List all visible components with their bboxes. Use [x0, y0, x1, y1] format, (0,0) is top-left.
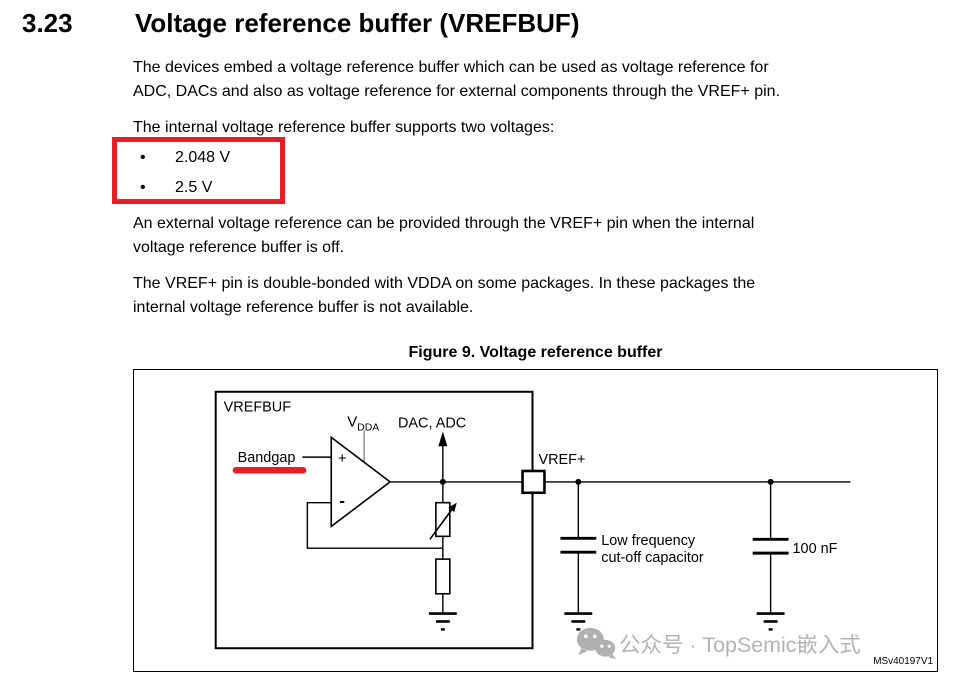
figure-id: MSv40197V1 [873, 656, 933, 667]
ground-symbol-divider [428, 612, 457, 631]
feedback-wire [306, 501, 443, 549]
capacitor-100nf [752, 481, 789, 614]
bandgap-red-underline [232, 467, 307, 474]
variable-resistor [429, 481, 457, 560]
ground-symbol-100nf [756, 612, 785, 631]
bullet-text: 2.5 V [175, 179, 213, 196]
paragraph-double-bonded: The VREF+ pin is double-bonded with VDDA… [133, 275, 756, 316]
circuit-diagram: VREFBUF V DDA DAC, ADC Bandgap + - [214, 390, 933, 667]
cutoff-capacitor [560, 481, 597, 614]
section-title: Voltage reference buffer (VREFBUF) [135, 8, 580, 38]
dac-adc-label: DAC, ADC [398, 415, 466, 431]
cutoff-capacitor-label-line1: Low frequency [601, 533, 696, 549]
bullet-glyph: • [140, 179, 146, 196]
vrefbuf-label: VREFBUF [224, 400, 292, 416]
bullet-item-25v: • 2.5 V [140, 177, 212, 199]
section-number: 3.23 [22, 8, 73, 38]
bullet-glyph: • [140, 149, 146, 166]
vdda-label-subscript: DDA [357, 422, 379, 433]
cutoff-capacitor-label-line2: cut-off capacitor [601, 550, 704, 566]
paragraph-supports: The internal voltage reference buffer su… [133, 119, 555, 136]
vref-pin-square [521, 469, 546, 495]
dac-adc-arrow [438, 431, 448, 482]
opamp-plus-input: + [338, 451, 347, 467]
paragraph-external-ref: An external voltage reference can be pro… [133, 215, 755, 256]
figure-frame: VREFBUF V DDA DAC, ADC Bandgap + - [133, 369, 938, 672]
vrefbuf-block-box [214, 390, 534, 650]
capacitor-100nf-label: 100 nF [793, 541, 838, 557]
section-heading: 3.23 Voltage reference buffer (VREFBUF) [22, 9, 579, 37]
figure-caption: Figure 9. Voltage reference buffer [408, 344, 663, 361]
paragraph-intro: The devices embed a voltage reference bu… [133, 59, 781, 100]
bullet-item-2048v: • 2.048 V [140, 147, 230, 169]
opamp-minus-input: - [339, 492, 345, 511]
ground-symbol-cutoff [564, 612, 593, 631]
fixed-resistor [435, 558, 451, 614]
wechat-icon [576, 627, 617, 660]
bandgap-label: Bandgap [238, 450, 296, 466]
watermark-text: 公众号 · TopSemic嵌入式 [619, 633, 860, 657]
vdda-label: V [347, 414, 357, 430]
vref-pin-label: VREF+ [538, 452, 585, 468]
bullet-text: 2.048 V [175, 149, 231, 166]
opamp-triangle [330, 435, 392, 529]
